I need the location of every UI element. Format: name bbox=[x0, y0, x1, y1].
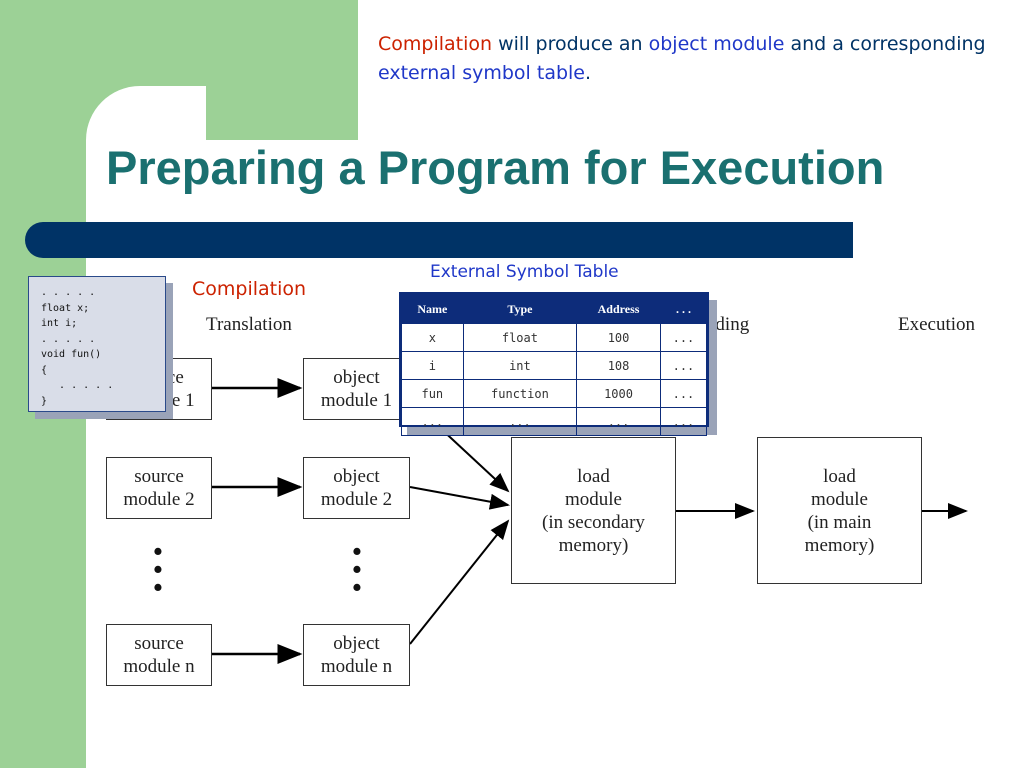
note-text-1: will produce an bbox=[492, 33, 649, 55]
est-cell: 100 bbox=[576, 323, 661, 352]
object-module-2: object module 2 bbox=[303, 457, 410, 519]
est-cell: ... bbox=[576, 407, 661, 436]
est-row: fun function 1000 ... bbox=[401, 379, 708, 408]
load-module-main: load module (in main memory) bbox=[757, 437, 922, 584]
arrow-objn-load bbox=[409, 519, 510, 645]
est-header-more: . . . bbox=[659, 294, 708, 324]
object-module-n: object module n bbox=[303, 624, 410, 686]
load-module-main-label: load module (in main memory) bbox=[804, 465, 875, 556]
title-divider-bar bbox=[25, 222, 853, 258]
note-object-module: object module bbox=[648, 33, 785, 55]
object-module-n-label: object module n bbox=[320, 633, 393, 677]
code-line: . . . . . bbox=[41, 380, 114, 391]
object-module-1-label: object module 1 bbox=[320, 367, 393, 411]
est-header-address: Address bbox=[576, 294, 661, 324]
stage-execution: Execution bbox=[898, 314, 976, 335]
est-row: i int 108 ... bbox=[401, 351, 708, 380]
est-header-type: Type bbox=[462, 294, 578, 324]
ellipsis-source: ··· bbox=[150, 527, 166, 612]
source-code-card: . . . . . float x; int i; . . . . . void… bbox=[28, 276, 166, 412]
code-line: { bbox=[41, 364, 48, 376]
est-cell: x bbox=[401, 323, 464, 352]
object-module-1: object module 1 bbox=[303, 358, 410, 420]
code-line: } bbox=[41, 395, 48, 407]
slide-title: Preparing a Program for Execution bbox=[106, 141, 885, 194]
est-row: x float 100 ... bbox=[401, 323, 708, 352]
stage-translation: Translation bbox=[206, 314, 292, 335]
source-module-2: source module 2 bbox=[106, 457, 212, 519]
arrow-obj2-load bbox=[409, 486, 510, 510]
est-cell: ... bbox=[659, 407, 708, 436]
est-cell: ... bbox=[401, 407, 464, 436]
est-cell: ... bbox=[462, 407, 578, 436]
est-cell: function bbox=[462, 379, 578, 408]
est-cell: i bbox=[401, 351, 464, 380]
white-corner-curve bbox=[86, 86, 206, 206]
source-module-n-label: source module n bbox=[123, 633, 195, 677]
est-header-row: Name Type Address . . . bbox=[401, 294, 708, 324]
code-line: . . . . . bbox=[41, 287, 96, 298]
source-module-n: source module n bbox=[106, 624, 212, 686]
note-external-symbol-table: external symbol table bbox=[378, 62, 585, 84]
est-table: Name Type Address . . . x float 100 ... … bbox=[401, 294, 708, 436]
note-text-2: and a corresponding bbox=[784, 33, 986, 55]
est-cell: float bbox=[462, 323, 578, 352]
external-symbol-table-title: External Symbol Table bbox=[430, 262, 619, 282]
external-symbol-table: Name Type Address . . . x float 100 ... … bbox=[399, 292, 709, 436]
est-cell: fun bbox=[401, 379, 464, 408]
est-cell: 1000 bbox=[576, 379, 661, 408]
load-module-secondary-label: load module (in secondary memory) bbox=[542, 465, 645, 556]
est-cell: ... bbox=[659, 323, 708, 352]
source-module-2-label: source module 2 bbox=[123, 466, 195, 510]
stage-loading-visible: ading bbox=[707, 314, 750, 335]
code-line: float x; bbox=[41, 302, 90, 314]
note-period: . bbox=[585, 62, 592, 84]
est-cell: int bbox=[462, 351, 578, 380]
white-top-area bbox=[358, 0, 1024, 140]
load-module-secondary: load module (in secondary memory) bbox=[511, 437, 676, 584]
object-module-2-label: object module 2 bbox=[320, 466, 393, 510]
est-cell: ... bbox=[659, 379, 708, 408]
compilation-label: Compilation bbox=[192, 278, 307, 300]
compilation-note: Compilation will produce an object modul… bbox=[378, 30, 998, 88]
ellipsis-object: ··· bbox=[349, 527, 365, 612]
est-cell: 108 bbox=[576, 351, 661, 380]
est-cell: ... bbox=[659, 351, 708, 380]
code-line: void fun() bbox=[41, 349, 102, 360]
est-row: ... ... ... ... bbox=[401, 407, 708, 436]
est-header-name: Name bbox=[401, 294, 464, 324]
note-compilation: Compilation bbox=[378, 33, 493, 55]
code-line: . . . . . bbox=[41, 333, 96, 345]
code-line: int i; bbox=[41, 318, 78, 329]
